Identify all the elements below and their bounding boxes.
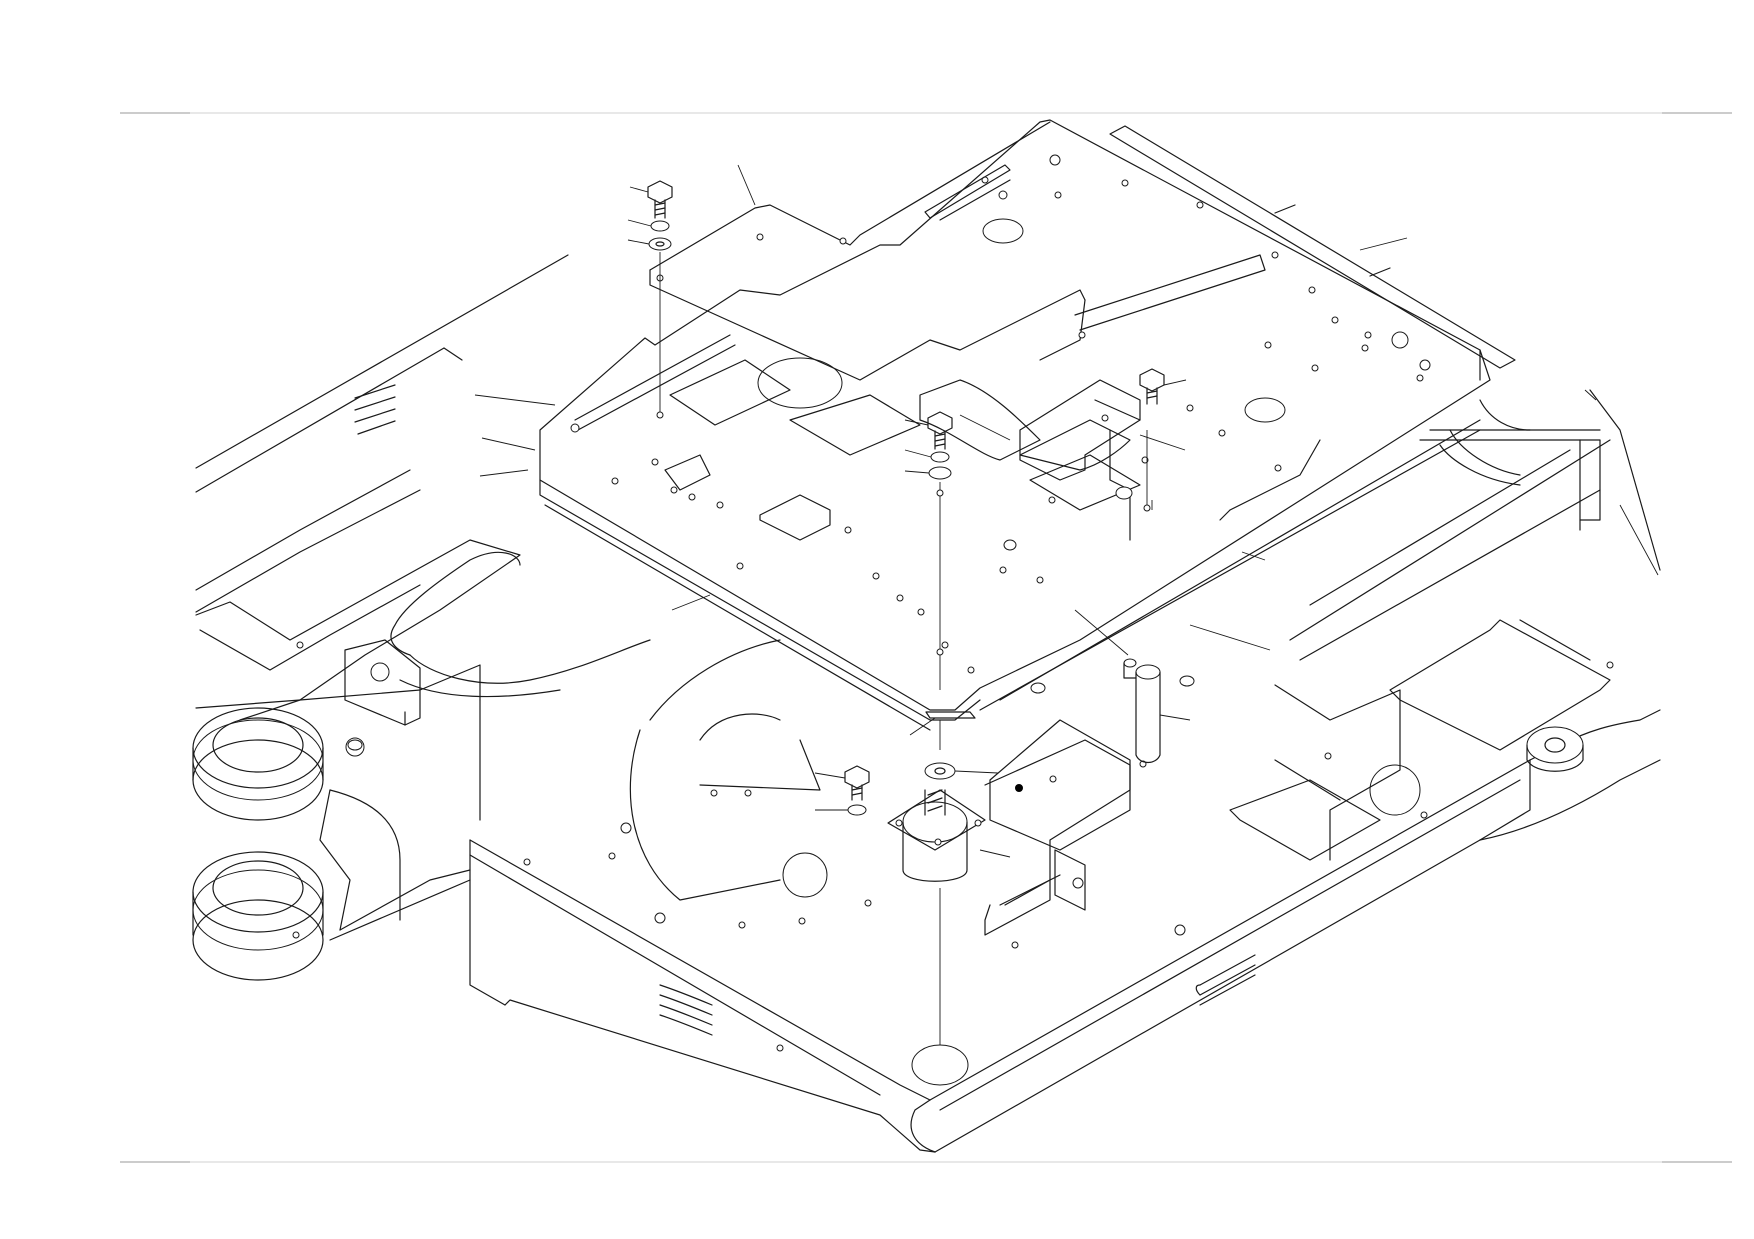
drive-motor <box>887 789 986 882</box>
rubber-strip <box>925 711 976 719</box>
side-panel <box>984 739 1131 936</box>
vent-slots-front <box>659 984 713 1036</box>
floor-plate <box>539 119 1491 731</box>
fastener-set-3 <box>1139 368 1165 512</box>
mid-bracket <box>989 684 1401 861</box>
vent-slots-left <box>354 384 396 435</box>
mount-bracket <box>1019 379 1141 481</box>
rear-bulkhead <box>1419 389 1661 571</box>
washer-large <box>924 762 956 780</box>
pivot-pin-lower <box>192 851 324 981</box>
pivot-pin-upper <box>192 707 365 821</box>
support-pillar <box>1123 658 1161 764</box>
leader-lines <box>474 164 1659 858</box>
cover-panel <box>649 121 1266 381</box>
fastener-set-4 <box>844 765 870 816</box>
fastener-set-1 <box>647 180 673 419</box>
fastener-set-2 <box>927 411 953 690</box>
vent-slots-right <box>1195 954 1256 1006</box>
page-frame-lines <box>120 112 1732 1163</box>
marker-dot <box>1015 784 1023 792</box>
lower-frame <box>192 254 1661 1153</box>
edge-strip <box>1109 125 1516 369</box>
center-lines <box>939 500 1153 1045</box>
